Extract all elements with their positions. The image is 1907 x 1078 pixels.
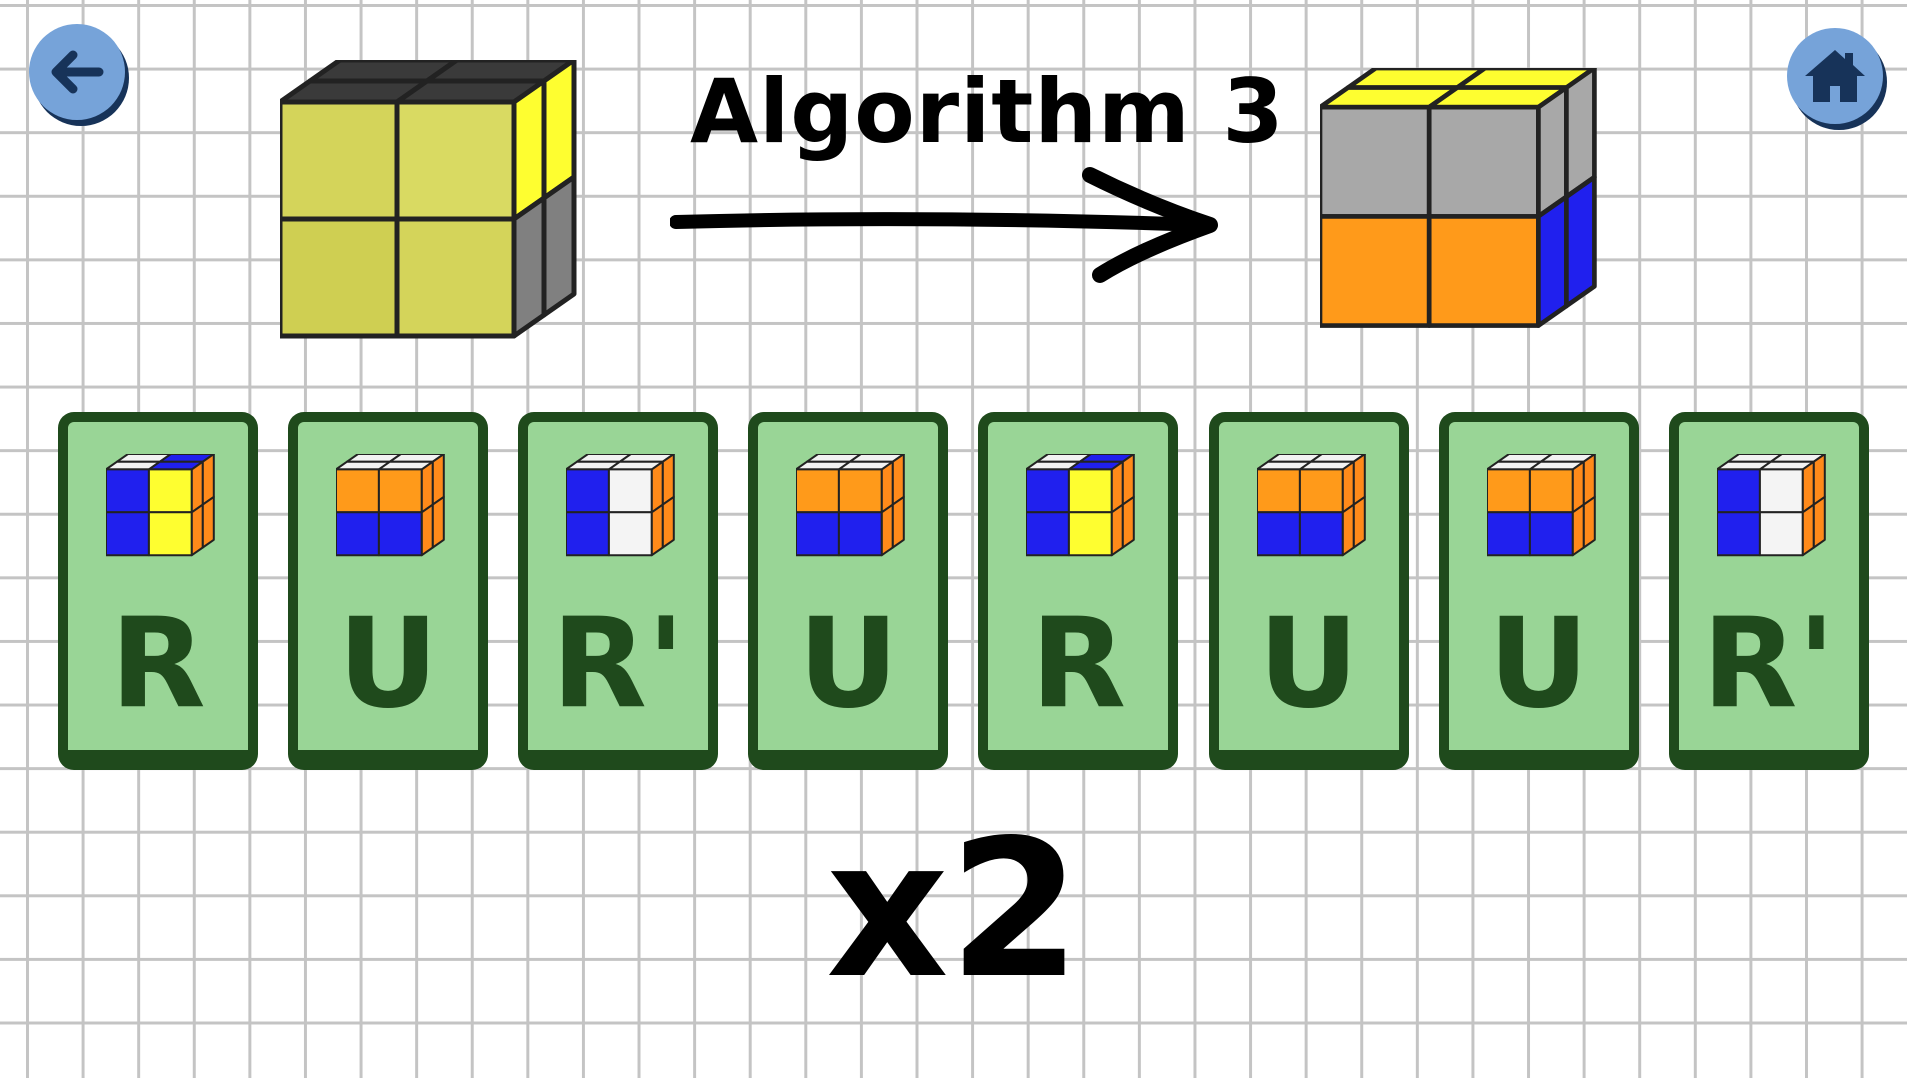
cube-sticker-front (377, 468, 423, 514)
move-card[interactable]: U (1208, 412, 1409, 770)
cube-sticker-front (838, 511, 884, 557)
cube-sticker-front (1426, 214, 1541, 328)
cube-sticker-front (795, 511, 841, 557)
move-cube-image (335, 453, 446, 568)
cube-sticker-front (838, 468, 884, 514)
move-card[interactable]: R (58, 412, 258, 770)
cube-sticker-front (1426, 104, 1541, 219)
cube-sticker-front (565, 511, 611, 557)
back-button[interactable] (29, 24, 125, 120)
cube-sticker-right (1341, 503, 1355, 557)
arrow-right-icon (670, 167, 1218, 283)
cube-sticker-front (1485, 511, 1531, 557)
cube-sticker-right (1122, 495, 1136, 549)
end-cube-image (1317, 65, 1600, 352)
move-cube-image (795, 453, 906, 568)
cube-sticker-right (661, 495, 675, 549)
cube-sticker-front (1298, 511, 1344, 557)
cube-sticker-right (1564, 174, 1597, 309)
cube-sticker-front (1758, 468, 1804, 514)
cube-sticker-front (335, 511, 380, 557)
cube-sticker-right (881, 503, 895, 557)
cube-sticker-front (1528, 511, 1574, 557)
cube-sticker-right (190, 503, 204, 557)
home-button[interactable] (1787, 28, 1883, 124)
cube-sticker-front (147, 468, 193, 514)
move-cube-image (1255, 453, 1367, 568)
cube-sticker-right (1571, 503, 1585, 557)
cube-sticker-front (1715, 468, 1761, 514)
cube-sticker-right (1812, 495, 1826, 549)
cube-sticker-front (1485, 468, 1531, 514)
move-label: U (337, 592, 439, 736)
cube-sticker-front (608, 511, 653, 557)
move-cube-image (565, 453, 676, 568)
start-cube-image (277, 57, 580, 364)
cube-sticker-front (147, 511, 193, 557)
cube-sticker-right (892, 495, 906, 549)
move-label: U (1488, 592, 1589, 736)
cube-sticker-front (1255, 511, 1301, 557)
cube-sticker-right (1801, 503, 1815, 557)
move-cube-image (1485, 453, 1597, 568)
cube-sticker-right (1111, 503, 1125, 557)
cube-sticker-front (565, 468, 611, 514)
cube-sticker-front (394, 99, 517, 222)
cube-sticker-front (277, 99, 400, 222)
cube-sticker-front (1317, 214, 1432, 328)
cube-sticker-front (335, 468, 380, 514)
cube-sticker-front (1715, 511, 1761, 557)
cube-sticker-front (608, 468, 653, 514)
move-cube-image (1715, 453, 1827, 568)
cube-sticker-front (1068, 511, 1114, 557)
algorithm-title: Algorithm 3 (690, 60, 1285, 163)
cube-sticker-right (1352, 495, 1366, 549)
arrow-left-icon (51, 50, 104, 94)
move-label: R (110, 592, 206, 736)
cube-sticker-front (1255, 468, 1301, 514)
cube-sticker-front (377, 511, 423, 557)
cube-sticker-front (1758, 511, 1804, 557)
move-card[interactable]: R' (1668, 412, 1869, 770)
cube-sticker-front (1298, 468, 1344, 514)
move-card[interactable]: R (978, 412, 1179, 770)
move-card[interactable]: U (288, 412, 489, 770)
move-label: R' (1701, 592, 1836, 736)
cube-sticker-front (1025, 511, 1071, 557)
cube-sticker-front (1068, 468, 1114, 514)
move-card[interactable]: U (1438, 412, 1639, 770)
cube-sticker-front (277, 216, 400, 339)
cube-sticker-front (795, 468, 841, 514)
cube-sticker-front (394, 216, 517, 339)
repeat-count: x2 (826, 799, 1081, 1020)
cube-sticker-front (105, 468, 150, 514)
cube-sticker-right (431, 495, 445, 549)
cube-sticker-right (511, 195, 547, 339)
move-card[interactable]: R' (518, 412, 719, 770)
cube-sticker-right (420, 503, 434, 557)
move-cube-image (1025, 453, 1136, 568)
cube-sticker-right (1582, 495, 1596, 549)
cube-sticker-right (201, 495, 215, 549)
cube-sticker-right (1536, 194, 1569, 328)
cube-sticker-right (541, 174, 577, 318)
move-cube-image (105, 453, 216, 568)
move-card[interactable]: U (748, 412, 949, 770)
move-label: R (1030, 592, 1127, 736)
move-label: R' (551, 592, 685, 736)
home-icon (1805, 50, 1865, 102)
cube-sticker-front (1317, 104, 1432, 219)
move-label: U (1258, 592, 1359, 736)
cube-sticker-front (105, 511, 150, 557)
cube-sticker-front (1528, 468, 1574, 514)
cube-sticker-front (1025, 468, 1071, 514)
move-label: U (797, 592, 899, 736)
cube-sticker-right (650, 503, 664, 557)
